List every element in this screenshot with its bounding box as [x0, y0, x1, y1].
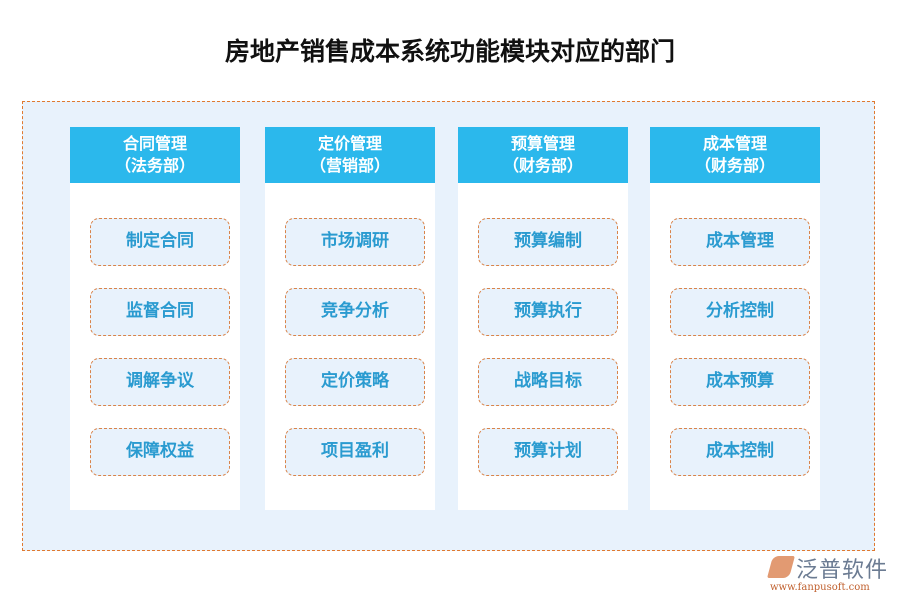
- module-column: 预算管理 （财务部） 预算编制预算执行战略目标预算计划: [458, 127, 628, 510]
- module-column: 合同管理 （法务部） 制定合同监督合同调解争议保障权益: [70, 127, 240, 510]
- module-name: 成本管理: [702, 134, 767, 153]
- function-item: 预算编制: [478, 218, 618, 266]
- module-name: 定价管理: [317, 134, 382, 153]
- function-item: 竞争分析: [285, 288, 425, 336]
- module-header: 合同管理 （法务部）: [70, 127, 240, 183]
- module-dept: （财务部）: [694, 156, 775, 175]
- function-item: 成本控制: [670, 428, 810, 476]
- function-item: 制定合同: [90, 218, 230, 266]
- function-item: 战略目标: [478, 358, 618, 406]
- function-item: 调解争议: [90, 358, 230, 406]
- module-column: 定价管理 （营销部） 市场调研竞争分析定价策略项目盈利: [265, 127, 435, 510]
- module-header: 成本管理 （财务部）: [650, 127, 820, 183]
- module-dept: （营销部）: [309, 156, 390, 175]
- logo: 泛普软件 www.fanpusoft.com: [767, 552, 895, 597]
- diagram-title: 房地产销售成本系统功能模块对应的部门: [224, 37, 675, 66]
- module-dept: （法务部）: [114, 156, 195, 175]
- module-dept: （财务部）: [502, 156, 583, 175]
- function-item: 预算执行: [478, 288, 618, 336]
- function-item: 成本管理: [670, 218, 810, 266]
- function-item: 定价策略: [285, 358, 425, 406]
- function-item: 成本预算: [670, 358, 810, 406]
- function-item: 监督合同: [90, 288, 230, 336]
- module-header: 定价管理 （营销部）: [265, 127, 435, 183]
- logo-url: www.fanpusoft.com: [770, 582, 870, 593]
- logo-name: 泛普软件: [796, 558, 889, 583]
- module-name: 合同管理: [122, 134, 187, 153]
- function-item: 保障权益: [90, 428, 230, 476]
- module-column: 成本管理 （财务部） 成本管理分析控制成本预算成本控制: [650, 127, 820, 510]
- function-item: 项目盈利: [285, 428, 425, 476]
- function-item: 预算计划: [478, 428, 618, 476]
- function-item: 市场调研: [285, 218, 425, 266]
- module-name: 预算管理: [510, 134, 575, 153]
- function-item: 分析控制: [670, 288, 810, 336]
- logo-icon: [767, 556, 795, 578]
- module-header: 预算管理 （财务部）: [458, 127, 628, 183]
